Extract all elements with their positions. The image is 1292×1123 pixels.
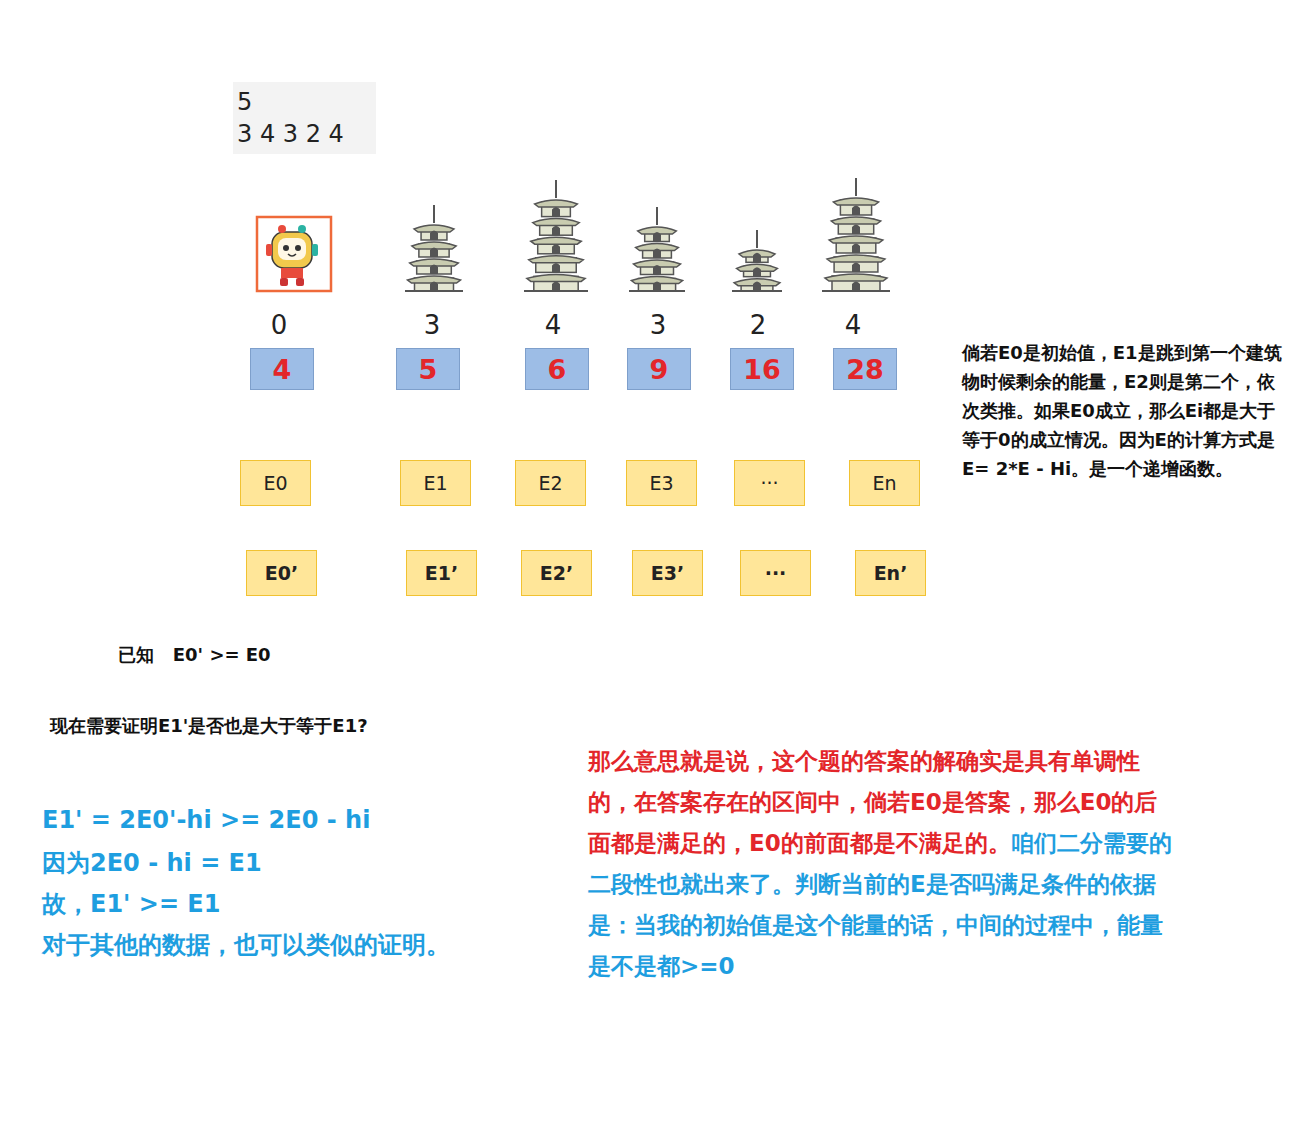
conclusion-paragraph: 那么意思就是说，这个题的答案的解确实是具有单调性的，在答案存在的区间中，倘若E0… [588,741,1172,987]
height-number: 2 [750,310,767,340]
box-text: ··· [760,472,778,494]
question-note: 现在需要证明E1'是否也是大于等于E1? [50,714,368,738]
box-text: E0’ [265,562,298,584]
box-text: E2’ [540,562,573,584]
pagoda-towers [405,178,890,291]
proof-line: E1' = 2E0'-hi >= 2E0 - hi [42,806,370,834]
energy-var-box: E3 [626,460,697,506]
box-text: E1 [423,472,447,494]
energy-var-prime-box: En’ [855,550,926,596]
height-number: 3 [424,310,441,340]
energy-var-prime-box: E0’ [246,550,317,596]
energy-var-prime-box: E1’ [406,550,477,596]
box-text: E3 [649,472,673,494]
box-text: E0 [263,472,287,494]
energy-var-box: E1 [400,460,471,506]
height-number: 4 [545,310,562,340]
box-text: E3’ [651,562,684,584]
energy-var-prime-box: E2’ [521,550,592,596]
energy-box: 6 [525,348,589,390]
height-number: 3 [650,310,667,340]
height-number: 0 [271,310,288,340]
energy-box: 28 [833,348,897,390]
box-text: E1’ [425,562,458,584]
energy-var-prime-box: E3’ [632,550,703,596]
box-text: En’ [874,562,908,584]
given-note: 已知 E0' >= E0 [118,643,271,667]
input-box: 53 4 3 2 4 [233,82,376,154]
energy-var-box: E0 [240,460,311,506]
proof-line: 故，E1' >= E1 [42,888,220,920]
box-text: 4 [273,354,292,385]
height-number: 4 [845,310,862,340]
energy-box: 5 [396,348,460,390]
energy-var-box: En [849,460,920,506]
box-text: En [872,472,896,494]
energy-var-box: E2 [515,460,586,506]
box-text: 28 [846,354,884,385]
input-line: 3 4 3 2 4 [237,118,344,150]
explanation-note: 倘若E0是初始值，E1是跳到第一个建筑物时候剩余的能量，E2则是第二个，依次类推… [962,338,1290,483]
box-text: E2 [538,472,562,494]
box-text: 6 [548,354,567,385]
energy-box: 16 [730,348,794,390]
robot-icon [257,217,331,291]
energy-var-prime-box: ··· [740,550,811,596]
box-text: 5 [419,354,438,385]
box-text: 9 [650,354,669,385]
proof-line: 因为2E0 - hi = E1 [42,847,262,879]
proof-line: 对于其他的数据，也可以类似的证明。 [42,929,450,961]
energy-box: 9 [627,348,691,390]
box-text: 16 [743,354,781,385]
input-line: 5 [237,86,252,118]
energy-var-box: ··· [734,460,805,506]
box-text: ··· [765,562,787,584]
energy-box: 4 [250,348,314,390]
